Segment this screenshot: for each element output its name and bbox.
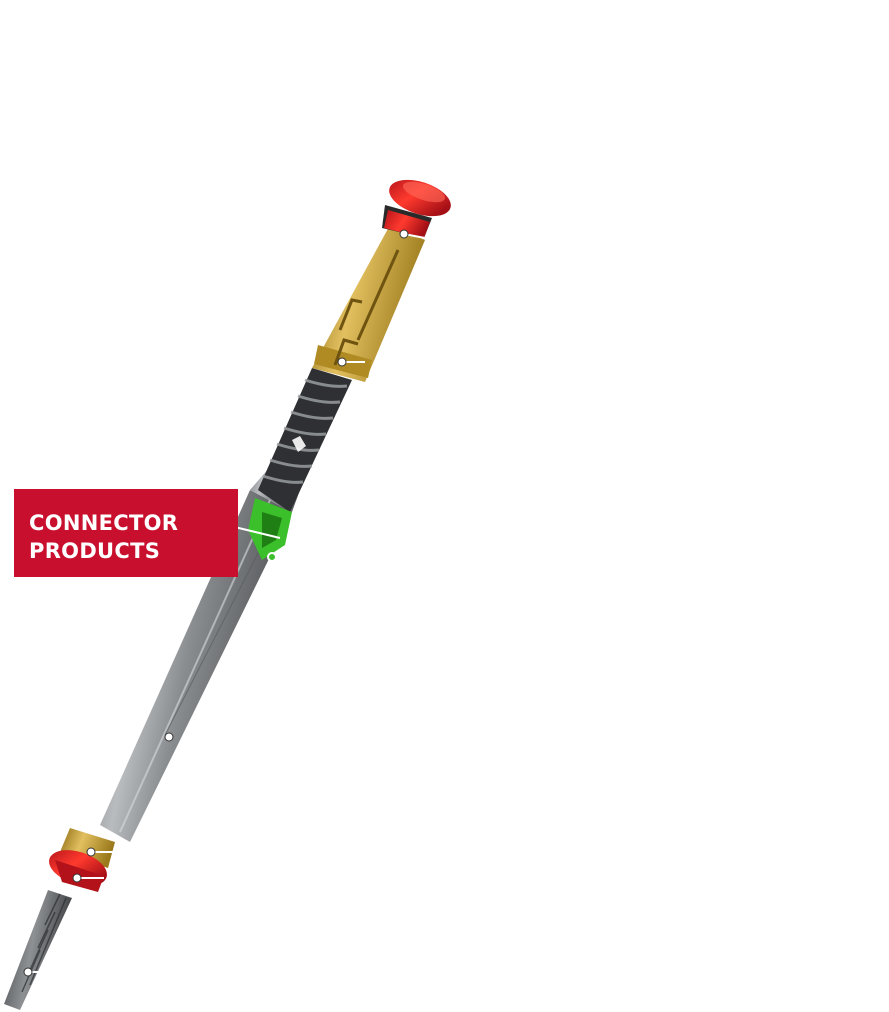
callout-dot-icon[interactable]: [23, 967, 42, 977]
callout-dot-icon[interactable]: [399, 229, 426, 239]
top-end-cap: [382, 179, 451, 238]
category-label-line2: PRODUCTS: [29, 539, 161, 563]
green-separator: [248, 498, 292, 560]
bottom-collar: [60, 828, 115, 868]
callout-dot-icon[interactable]: [267, 552, 277, 562]
gold-wedge: [312, 225, 425, 382]
connector-products-label[interactable]: CONNECTOR PRODUCTS: [14, 489, 238, 577]
callout-dot-icon[interactable]: [86, 847, 115, 857]
callout-dot-icon[interactable]: [72, 873, 104, 883]
conductor-cable: [4, 890, 72, 1010]
spring-section: [258, 368, 352, 512]
callout-dot-icon[interactable]: [337, 357, 365, 367]
callout-dot-icon[interactable]: [164, 732, 174, 742]
category-label-line1: CONNECTOR: [29, 511, 179, 535]
